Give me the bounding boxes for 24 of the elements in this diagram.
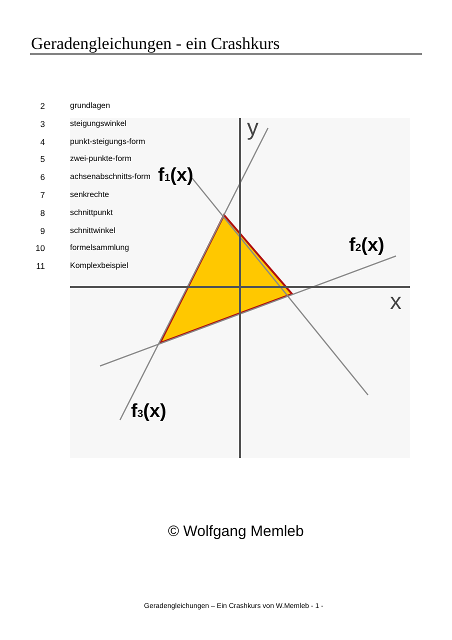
section-number: 2 [39, 102, 45, 110]
section-number: 11 [35, 262, 45, 271]
section-title: senkrechte [70, 191, 110, 199]
section-number: 8 [39, 208, 45, 218]
page-title: Geradengleichungen - ein Crashkurs [31, 35, 280, 52]
section-title: achsenabschnitts-form [70, 173, 150, 182]
section-title: formelsammlung [70, 244, 130, 252]
copyright-notice: © Wolfgang Memleb [168, 524, 304, 539]
section-number: 9 [39, 226, 45, 236]
section-title: schnittpunkt [70, 208, 113, 217]
section-title: grundlagen [70, 102, 110, 110]
section-title: steigungswinkel [70, 120, 126, 128]
section-title: zwei-punkte-form [70, 155, 132, 164]
section-number: 5 [39, 155, 45, 164]
section-title: Komplexbeispiel [70, 262, 128, 270]
section-title: punkt-steigungs-form [70, 138, 146, 146]
axis-label: x [390, 290, 402, 313]
section-number: 3 [39, 120, 45, 128]
section-number: 10 [34, 244, 45, 253]
section-number: 6 [39, 173, 45, 182]
section-number: 7 [39, 191, 45, 200]
section-title: schnittwinkel [70, 226, 116, 235]
section-number: 4 [39, 138, 45, 146]
axis-label: y [247, 116, 258, 139]
